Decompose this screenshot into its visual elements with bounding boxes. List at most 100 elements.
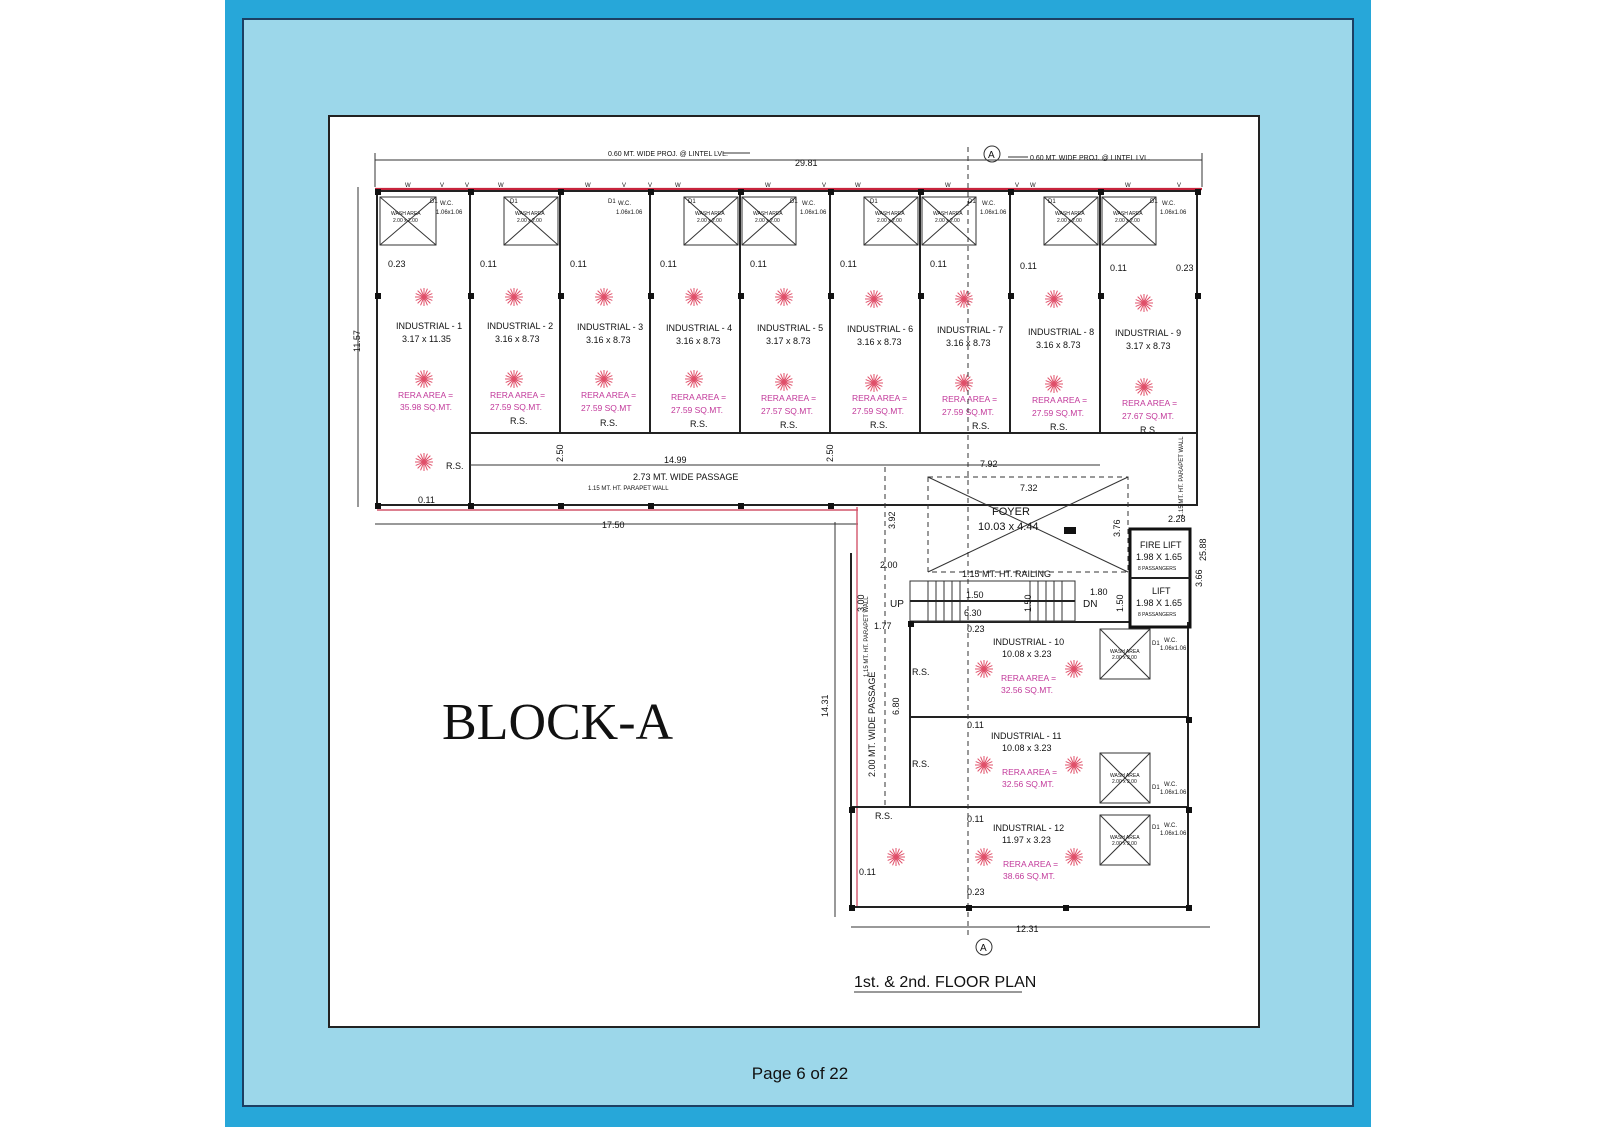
svg-text:INDUSTRIAL - 7: INDUSTRIAL - 7	[937, 325, 1003, 335]
floor-plan-drawing: 0.60 MT. WIDE PROJ. @ LINTEL LVL. 29.81 …	[328, 115, 1260, 1028]
svg-text:3.16 x 8.73: 3.16 x 8.73	[857, 337, 902, 347]
unit-industrial-2: INDUSTRIAL - 2 3.16 x 8.73 RERA AREA = 2…	[487, 321, 553, 426]
svg-text:0.11: 0.11	[859, 867, 876, 877]
left-height-dim: 11.57	[352, 330, 362, 352]
light-fixture-icon	[1045, 375, 1063, 393]
svg-text:2.00: 2.00	[880, 560, 898, 570]
svg-text:D1: D1	[688, 199, 696, 205]
svg-text:2.00 x 2.00: 2.00 x 2.00	[1057, 218, 1082, 224]
column-mark	[648, 189, 654, 195]
svg-text:3.17 x 8.73: 3.17 x 8.73	[1126, 341, 1171, 351]
svg-text:V: V	[622, 183, 626, 189]
svg-text:0.23: 0.23	[967, 624, 985, 634]
svg-text:1.50: 1.50	[1023, 594, 1033, 612]
light-fixture-icon	[1135, 294, 1153, 312]
svg-text:V: V	[440, 183, 444, 189]
light-fixture-icon	[775, 288, 793, 306]
svg-text:1.15 MT. HT. RAILING: 1.15 MT. HT. RAILING	[962, 569, 1051, 579]
svg-text:1.15 MT. HT. PARAPET WALL: 1.15 MT. HT. PARAPET WALL	[588, 486, 669, 492]
svg-text:3.16 x 8.73: 3.16 x 8.73	[495, 334, 540, 344]
svg-text:INDUSTRIAL - 2: INDUSTRIAL - 2	[487, 321, 553, 331]
light-fixture-icon	[975, 756, 993, 774]
svg-text:0.11: 0.11	[967, 720, 984, 730]
svg-text:RERA AREA =: RERA AREA =	[1122, 398, 1177, 408]
svg-text:V: V	[822, 183, 826, 189]
svg-text:W.C.: W.C.	[1164, 823, 1177, 829]
svg-text:W.C.: W.C.	[802, 201, 815, 207]
light-fixture-icon	[1135, 378, 1153, 396]
svg-text:0.11: 0.11	[660, 259, 677, 269]
svg-text:W: W	[1125, 183, 1131, 189]
light-fixture-icon	[955, 290, 973, 308]
svg-text:8 PASSANGERS: 8 PASSANGERS	[1138, 566, 1177, 572]
svg-text:DN: DN	[1083, 599, 1097, 610]
floor-plan-svg: 0.60 MT. WIDE PROJ. @ LINTEL LVL. 29.81 …	[352, 145, 1210, 993]
svg-text:2.00 x 2.00: 2.00 x 2.00	[935, 218, 960, 224]
column-mark	[1186, 807, 1192, 813]
svg-text:3.66: 3.66	[1194, 569, 1204, 587]
unit-industrial-8: INDUSTRIAL - 8 3.16 x 8.73 RERA AREA = 2…	[1028, 327, 1094, 432]
column-mark	[375, 189, 381, 195]
light-fixture-icon	[865, 290, 883, 308]
column-mark	[1098, 293, 1104, 299]
svg-text:14.99: 14.99	[664, 455, 687, 465]
light-fixtures	[415, 288, 1153, 866]
svg-text:0.23: 0.23	[967, 887, 985, 897]
svg-text:RERA AREA =: RERA AREA =	[1002, 767, 1057, 777]
svg-text:V: V	[648, 183, 652, 189]
svg-text:RERA AREA =: RERA AREA =	[1003, 859, 1058, 869]
svg-text:R.S.: R.S.	[870, 420, 888, 430]
svg-text:INDUSTRIAL - 12: INDUSTRIAL - 12	[993, 823, 1064, 833]
light-fixture-icon	[595, 288, 613, 306]
svg-text:27.57 SQ.MT.: 27.57 SQ.MT.	[761, 406, 813, 416]
foyer: 7.32 FOYER 10.03 x 4.44 3.92 3.76	[887, 476, 1129, 573]
lift-core: 2.28 FIRE LIFT 1.98 X 1.65 8 PASSANGERS …	[1128, 436, 1208, 629]
svg-text:R.S.: R.S.	[1050, 422, 1068, 432]
svg-text:3.76: 3.76	[1112, 519, 1122, 537]
svg-text:10.03 x 4.44: 10.03 x 4.44	[978, 521, 1039, 533]
svg-text:RERA AREA =: RERA AREA =	[490, 390, 545, 400]
unit-industrial-11: 0.11 INDUSTRIAL - 11 10.08 x 3.23 RERA A…	[912, 720, 1187, 804]
column-mark	[648, 503, 654, 509]
svg-text:R.S.: R.S.	[510, 416, 528, 426]
svg-text:38.66 SQ.MT.: 38.66 SQ.MT.	[1003, 871, 1055, 881]
svg-text:2.50: 2.50	[825, 444, 835, 462]
svg-text:UP: UP	[890, 599, 904, 610]
svg-text:W.C.: W.C.	[1164, 638, 1177, 644]
svg-text:0.11: 0.11	[840, 259, 857, 269]
svg-text:INDUSTRIAL - 4: INDUSTRIAL - 4	[666, 323, 732, 333]
svg-text:WASH AREA: WASH AREA	[1113, 211, 1143, 217]
svg-text:11.97 x 3.23: 11.97 x 3.23	[1002, 835, 1051, 845]
svg-text:0.23: 0.23	[388, 259, 406, 269]
svg-text:D1: D1	[608, 199, 616, 205]
svg-text:25.88: 25.88	[1198, 538, 1208, 561]
svg-text:R.S.: R.S.	[600, 418, 618, 428]
svg-text:W.C.: W.C.	[1164, 782, 1177, 788]
svg-text:0.11: 0.11	[930, 259, 947, 269]
svg-text:27.59 SQ.MT.: 27.59 SQ.MT.	[852, 406, 904, 416]
svg-text:27.59 SQ.MT.: 27.59 SQ.MT.	[1032, 408, 1084, 418]
svg-text:RERA AREA =: RERA AREA =	[942, 394, 997, 404]
column-mark	[375, 293, 381, 299]
svg-text:7.92: 7.92	[980, 459, 998, 469]
light-fixture-icon	[415, 370, 433, 388]
light-fixture-icon	[505, 288, 523, 306]
svg-text:3.16 x 8.73: 3.16 x 8.73	[1036, 340, 1081, 350]
column-mark	[468, 293, 474, 299]
svg-text:WASH AREA: WASH AREA	[933, 211, 963, 217]
svg-text:0.11: 0.11	[480, 259, 497, 269]
svg-text:35.98 SQ.MT.: 35.98 SQ.MT.	[400, 402, 452, 412]
column-mark	[918, 189, 924, 195]
light-fixture-icon	[415, 288, 433, 306]
overall-width-dim: 29.81	[795, 158, 818, 168]
svg-text:V: V	[465, 183, 469, 189]
light-fixture-icon	[685, 288, 703, 306]
svg-text:A: A	[980, 943, 987, 954]
svg-text:D1: D1	[510, 199, 518, 205]
svg-text:FIRE LIFT: FIRE LIFT	[1140, 540, 1182, 550]
svg-text:32.56 SQ.MT.: 32.56 SQ.MT.	[1001, 685, 1053, 695]
svg-text:14.31: 14.31	[820, 694, 830, 717]
svg-text:2.50: 2.50	[555, 444, 565, 462]
light-fixture-icon	[887, 848, 905, 866]
svg-text:3.16 x 8.73: 3.16 x 8.73	[946, 338, 991, 348]
